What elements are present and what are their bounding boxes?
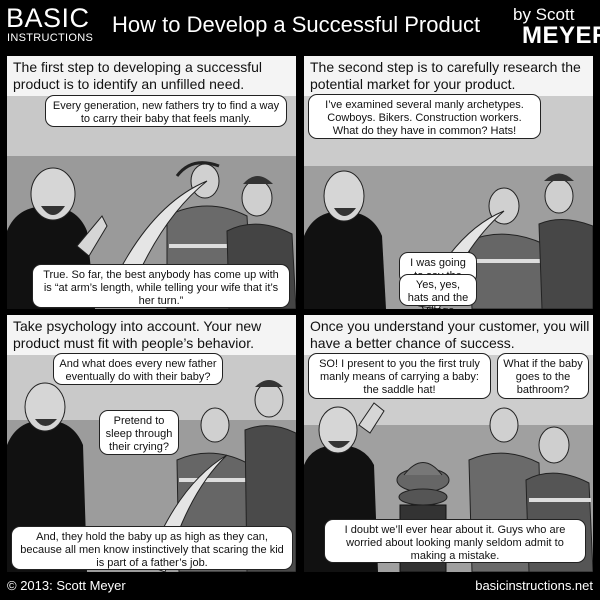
comic-panel-4: Once you understand your customer, you w… — [304, 315, 593, 572]
speech-bubble: SO! I present to you the first truly man… — [308, 353, 491, 399]
site-url[interactable]: basicinstructions.net — [475, 578, 593, 593]
panel-2-caption: The second step is to carefully research… — [310, 59, 581, 92]
logo-instructions: INSTRUCTIONS — [7, 32, 94, 44]
comic-panel-2: The second step is to carefully research… — [304, 56, 593, 309]
speech-bubble: Pretend to sleep through their crying? — [99, 410, 179, 455]
speech-bubble: And what does every new father eventuall… — [53, 353, 223, 385]
panel-1-caption: The first step to developing a successfu… — [13, 59, 263, 92]
panel-4-caption: Once you understand your customer, you w… — [310, 318, 590, 351]
speech-bubble: What if the baby goes to the bathroom? — [497, 353, 589, 399]
author-name: MEYER — [522, 22, 600, 49]
comic-panel-3: Take psychology into account. Your new p… — [7, 315, 296, 572]
speech-bubble: And, they hold the baby up as high as th… — [11, 526, 293, 570]
copyright-notice: © 2013: Scott Meyer — [7, 578, 126, 593]
logo-basic: BASIC — [6, 3, 90, 33]
speech-bubble: I’ve examined several manly archetypes. … — [308, 94, 541, 139]
speech-bubble: I doubt we’ll ever hear about it. Guys w… — [324, 519, 586, 563]
byline: by Scott — [513, 5, 575, 24]
comic-panel-1: The first step to developing a successfu… — [7, 56, 296, 309]
speech-bubble: Yes, yes, hats and the Village People. — [399, 274, 477, 309]
comic-title: How to Develop a Successful Product — [112, 12, 481, 37]
speech-bubble: True. So far, the best anybody has come … — [32, 264, 290, 308]
speech-bubble: Every generation, new fathers try to fin… — [45, 95, 287, 127]
panel-3-caption: Take psychology into account. Your new p… — [13, 318, 262, 351]
